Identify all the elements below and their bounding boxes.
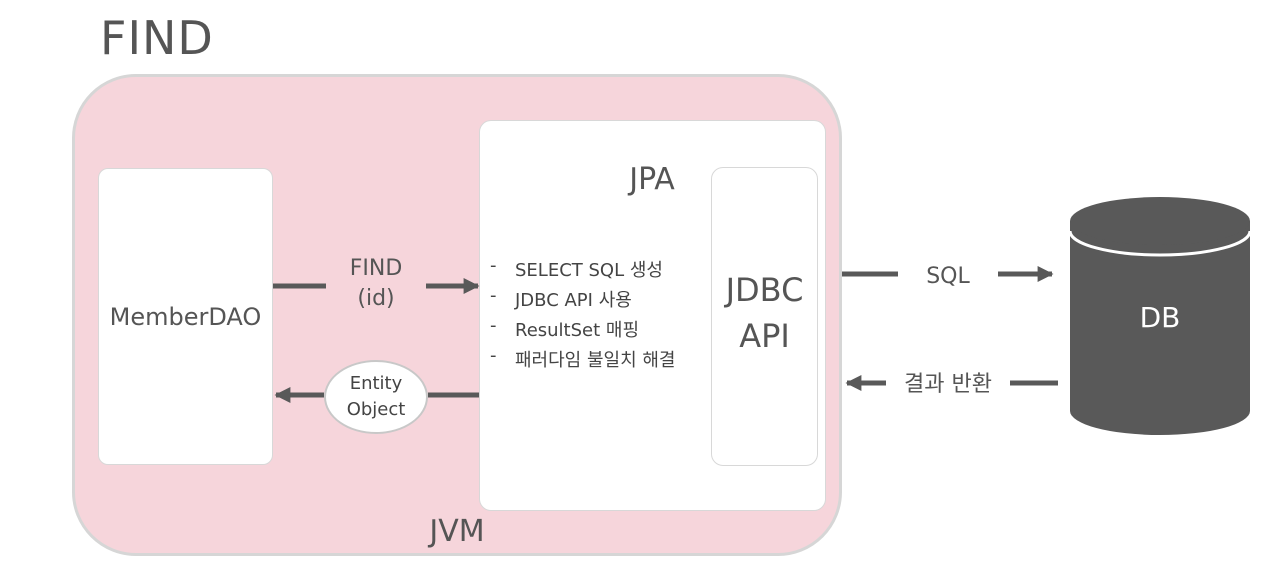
diagram-title: FIND [100, 11, 214, 65]
find-label-line2: (id) [357, 286, 395, 311]
jpa-feature-item: -SELECT SQL 생성 [490, 255, 675, 286]
jpa-feature-text: SELECT SQL 생성 [515, 260, 663, 281]
jpa-feature-item: -패러다임 불일치 해결 [490, 345, 676, 376]
entity-label-line1: Entity [349, 373, 403, 394]
jpa-feature-text: JDBC API 사용 [515, 290, 632, 311]
jpa-feature-text: 패러다임 불일치 해결 [515, 350, 676, 371]
bullet-dash: - [490, 315, 497, 336]
bullet-dash: - [490, 345, 497, 366]
member-dao-label: MemberDAO [109, 302, 262, 331]
jpa-feature-item: -JDBC API 사용 [490, 285, 675, 316]
result-label: 결과 반환 [904, 372, 992, 397]
find-request-label: FIND (id) [326, 254, 426, 314]
bullet-dash: - [490, 285, 497, 306]
database-cylinder-icon [1070, 197, 1250, 435]
sql-label: SQL [926, 264, 970, 289]
bullet-dash: - [490, 255, 497, 276]
jdbc-api-label-line2: API [739, 316, 790, 355]
entity-object-ellipse: Entity Object [324, 360, 428, 434]
jpa-feature-list: -SELECT SQL 생성 -JDBC API 사용 -ResultSet 매… [490, 255, 676, 376]
jdbc-api-box: JDBC API [711, 167, 818, 466]
entity-label-line2: Object [346, 399, 406, 420]
jvm-label: JVM [429, 514, 485, 549]
member-dao-box: MemberDAO [98, 168, 273, 465]
find-label-line1: FIND [349, 256, 403, 281]
db-label: DB [1139, 301, 1181, 334]
jdbc-api-label-line1: JDBC [725, 270, 804, 309]
jpa-feature-text: ResultSet 매핑 [515, 320, 640, 341]
jpa-title: JPA [629, 162, 675, 197]
jpa-feature-item: -ResultSet 매핑 [490, 315, 675, 346]
